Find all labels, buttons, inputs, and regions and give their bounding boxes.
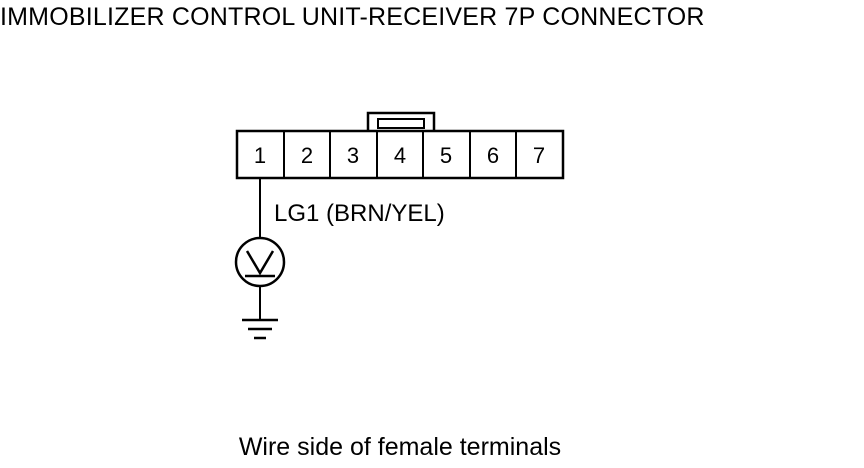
pin-2: 2: [301, 143, 313, 168]
connector-dividers: [283, 131, 517, 178]
pin-5: 5: [440, 143, 452, 168]
wire-label: LG1 (BRN/YEL): [274, 200, 445, 227]
connector-lock-tab: [366, 111, 436, 134]
pin-1: 1: [254, 143, 266, 168]
voltmeter-icon: [234, 236, 286, 288]
diagram-caption: Wire side of female terminals: [238, 433, 562, 461]
connector-body: [235, 129, 565, 180]
diagram-title: IMMOBILIZER CONTROL UNIT-RECEIVER 7P CON…: [0, 3, 705, 31]
pin-4: 4: [394, 143, 406, 168]
ground-icon: [242, 318, 278, 340]
pin-3: 3: [347, 143, 359, 168]
pin-6: 6: [487, 143, 499, 168]
pin-7: 7: [533, 143, 545, 168]
